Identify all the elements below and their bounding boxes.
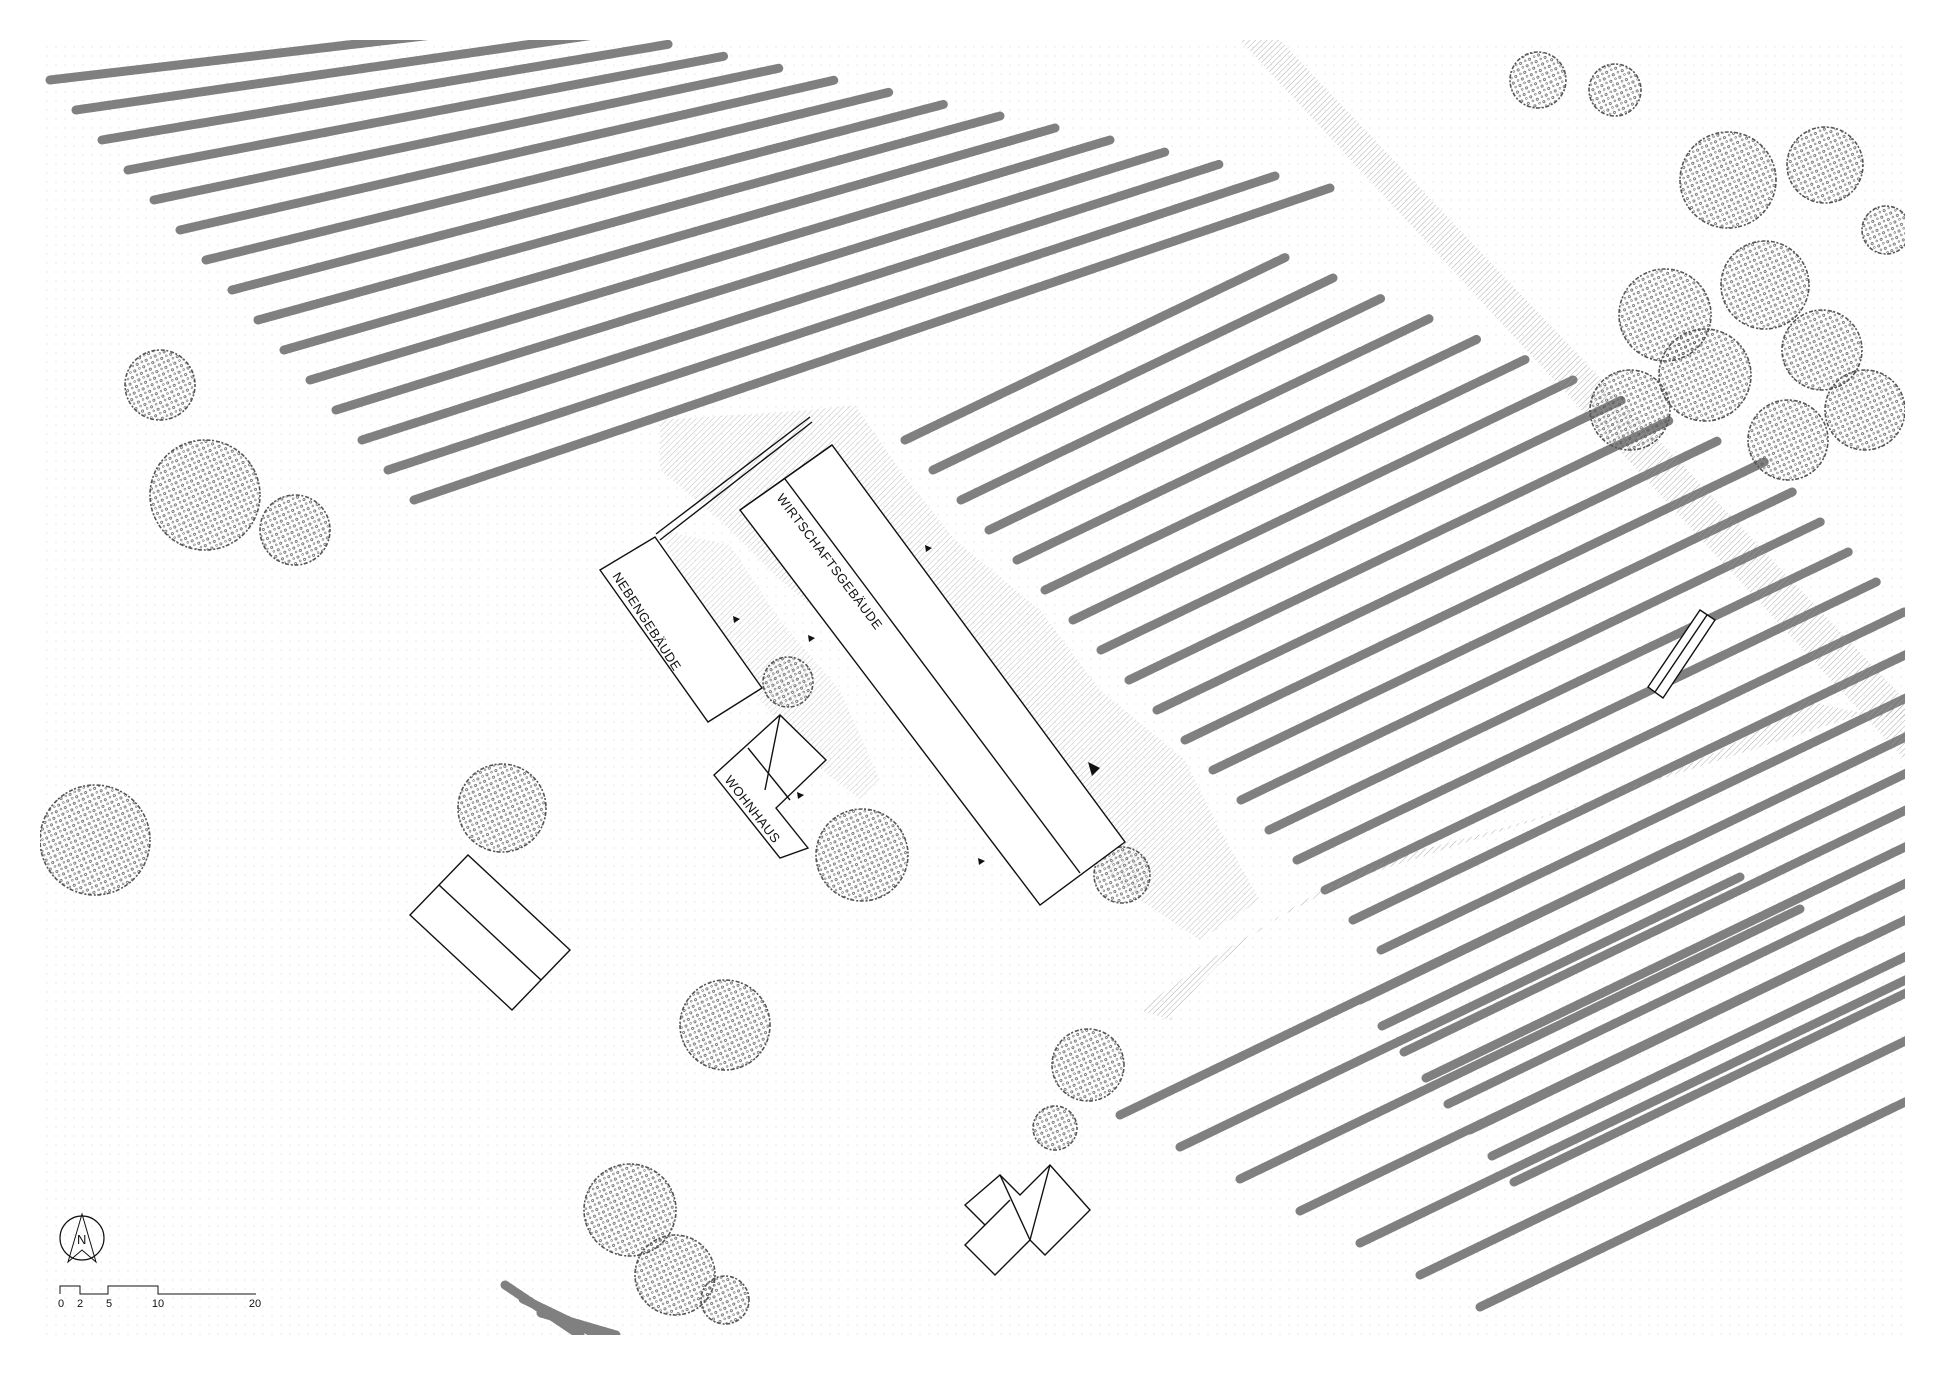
tree	[1747, 399, 1829, 481]
scale-tick-2: 2	[77, 1298, 83, 1310]
tree	[1824, 369, 1905, 451]
vine-row	[1180, 457, 1770, 745]
tree	[634, 1234, 716, 1316]
vine-row	[1115, 840, 1685, 1120]
tree	[1051, 1028, 1125, 1102]
tree	[40, 784, 151, 896]
vine-row	[305, 135, 1115, 385]
vine-row	[900, 253, 1290, 445]
vine-row	[1264, 547, 1854, 835]
vine-row	[1295, 936, 1865, 1216]
vine-row	[1320, 607, 1905, 895]
tree	[1032, 1105, 1078, 1151]
tree	[1786, 126, 1864, 204]
tree	[762, 656, 814, 708]
vine-row	[1068, 375, 1578, 625]
scale-bar: 0 2 5 10 20	[58, 1285, 261, 1310]
vine-row	[149, 63, 785, 205]
vine-row	[1377, 768, 1905, 1031]
wirtschaftsgebaeude-building: WIRTSCHAFTSGEBÄUDE	[739, 444, 1126, 906]
trees	[40, 51, 1905, 1325]
vine-row	[1208, 487, 1798, 775]
vine-row	[1443, 878, 1905, 1109]
tree	[1589, 369, 1671, 451]
buildings: NEBENGEBÄUDE WIRTSCHAFTSGEBÄUDE WOHNHAUS	[409, 416, 1716, 1276]
entrance-marker-icon	[1088, 762, 1100, 776]
vine-row	[1012, 334, 1482, 565]
vine-row	[227, 99, 950, 295]
vineyard-rows	[45, 40, 1905, 1335]
vine-row	[1355, 975, 1905, 1248]
entrance-marker-icon	[808, 635, 815, 642]
north-arrow-icon: N	[59, 1212, 105, 1264]
vine-row	[1376, 693, 1905, 955]
tree	[1588, 63, 1642, 117]
shed-east	[1647, 609, 1716, 699]
vine-row	[201, 87, 895, 265]
vine-row	[1487, 951, 1905, 1161]
vine-row	[45, 40, 429, 85]
shed-west	[409, 854, 571, 1011]
tree	[457, 763, 547, 853]
vine-row	[536, 1308, 621, 1335]
vine-row	[71, 40, 592, 115]
vine-row	[175, 75, 840, 235]
vine-row	[956, 293, 1386, 505]
scale-tick-5: 5	[106, 1298, 112, 1310]
entrance-marker-icon	[733, 616, 740, 623]
vine-row	[1152, 436, 1722, 715]
vine-row	[1236, 517, 1826, 805]
vine-row	[1348, 650, 1905, 925]
vine-row	[1421, 842, 1905, 1083]
vine-row	[1475, 1097, 1905, 1312]
tree	[1679, 131, 1777, 229]
vine-row	[1399, 805, 1905, 1057]
vine-row	[1415, 1036, 1905, 1280]
scale-tick-10: 10	[152, 1298, 164, 1310]
scale-tick-0: 0	[58, 1298, 64, 1310]
scale-tick-20: 20	[249, 1298, 261, 1310]
vine-row	[1509, 988, 1905, 1187]
vine-row	[1292, 577, 1882, 865]
tree	[1093, 846, 1151, 904]
vine-row	[357, 159, 1225, 445]
vine-row	[1096, 395, 1626, 655]
entrance-marker-icon	[797, 792, 804, 799]
vine-row	[984, 314, 1434, 535]
entrance-marker-icon	[925, 545, 932, 552]
tree	[149, 439, 261, 551]
tree	[1781, 309, 1863, 391]
tree	[583, 1163, 677, 1257]
tree	[1509, 51, 1567, 109]
tree	[1720, 240, 1810, 330]
vine-row	[331, 147, 1170, 415]
north-label: N	[77, 1232, 87, 1247]
vine-row	[279, 123, 1060, 355]
vine-row	[253, 111, 1005, 325]
entrance-marker-icon	[978, 858, 985, 865]
vine-row	[928, 273, 1338, 475]
tree	[1861, 205, 1905, 255]
vine-row	[1235, 904, 1805, 1184]
vine-row	[1175, 872, 1745, 1152]
vine-row	[409, 183, 1335, 505]
vine-row	[1124, 416, 1674, 685]
tree	[700, 1275, 750, 1325]
tree	[124, 349, 196, 421]
vine-row	[97, 40, 675, 145]
vine-row	[383, 171, 1280, 475]
tree	[1658, 328, 1752, 422]
tree	[679, 979, 771, 1071]
tree	[815, 808, 909, 902]
tree	[259, 494, 331, 566]
upper-lane	[1240, 40, 1905, 760]
vine-row	[123, 51, 730, 175]
house-south	[963, 1163, 1091, 1276]
vine-row	[1040, 355, 1530, 595]
